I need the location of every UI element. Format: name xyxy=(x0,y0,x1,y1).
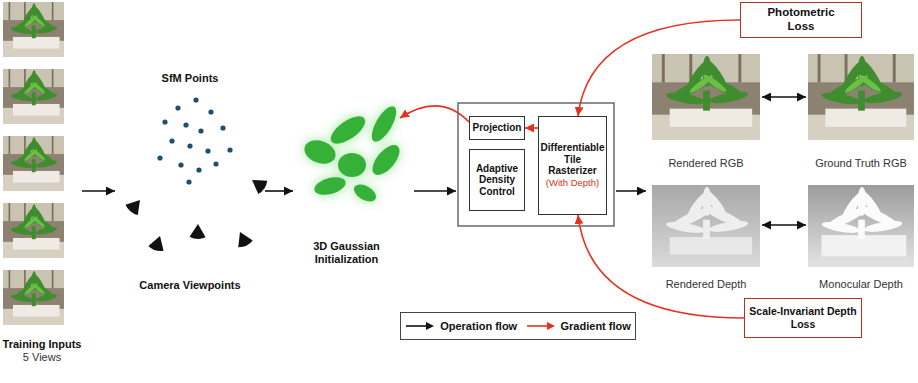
output-images xyxy=(652,185,760,267)
legend-line xyxy=(406,325,427,327)
camera-icons xyxy=(124,173,269,252)
legend-item: Operation flow xyxy=(405,320,517,332)
training-images xyxy=(3,270,64,325)
flow-arrow xyxy=(265,190,293,192)
node-label: 5 Views xyxy=(23,351,61,364)
sfm-dots xyxy=(187,143,192,148)
node-label: Scale-Invariant Depth Loss xyxy=(748,305,858,330)
node-label: Rendered RGB xyxy=(668,157,743,170)
sfm-points: SfM PointsCamera Viewpoints xyxy=(115,72,265,292)
output-images xyxy=(808,54,914,140)
loss-box: Scale-Invariant Depth Loss xyxy=(744,298,862,338)
sfm-dots xyxy=(178,162,183,167)
training-images xyxy=(3,69,64,124)
sfm-dots xyxy=(205,148,210,153)
legend-label: Gradient flow xyxy=(561,320,631,332)
image-panel: Rendered RGB xyxy=(650,52,762,170)
sfm-dots xyxy=(220,125,225,130)
output-images xyxy=(652,54,914,267)
sfm-dots xyxy=(169,138,174,143)
node-label: Rendered Depth xyxy=(666,278,747,291)
training-images xyxy=(3,203,64,258)
node-label: Photometric Loss xyxy=(759,6,844,34)
training-images xyxy=(3,2,64,57)
sfm-dots xyxy=(196,167,201,172)
node-label: Camera Viewpoints xyxy=(139,279,240,292)
sfm-dots xyxy=(193,97,198,102)
flow-arrow xyxy=(762,224,806,226)
loss-box: Photometric Loss xyxy=(740,2,862,38)
output-images xyxy=(652,54,760,140)
sfm-dots xyxy=(162,119,167,124)
legend-arrowhead xyxy=(426,322,434,330)
node-label: Ground Truth RGB xyxy=(815,157,907,170)
sfm-dots xyxy=(183,122,188,127)
gradient-arrow xyxy=(578,20,740,116)
legend-box: Operation flow Gradient flow xyxy=(400,312,636,340)
node-label: Adaptive Density Control xyxy=(471,163,523,198)
process-box: Adaptive Density Control xyxy=(469,149,525,211)
node-label: SfM Points xyxy=(162,72,219,85)
node-label: Differentiable Tile Rasterizer xyxy=(540,142,605,177)
flow-arrow xyxy=(616,190,646,192)
sfm-dots xyxy=(227,147,232,152)
image-panel: Monocular Depth xyxy=(806,183,916,291)
flow-arrow xyxy=(762,96,806,98)
training-images xyxy=(3,136,64,191)
legend-line xyxy=(527,325,548,327)
node-label: (With Depth) xyxy=(546,178,599,189)
input-views: Training Inputs5 Views xyxy=(2,0,82,364)
sfm-dots xyxy=(157,97,232,184)
image-panel: Ground Truth RGB xyxy=(806,52,916,170)
output-images xyxy=(808,185,914,267)
image-panel: Rendered Depth xyxy=(650,183,762,291)
sfm-dots xyxy=(186,179,191,184)
gaussian-blobs xyxy=(301,103,404,205)
node-label: Monocular Depth xyxy=(819,278,903,291)
legend-sample xyxy=(405,321,435,331)
flow-arrow xyxy=(414,190,456,192)
gradient-arrow xyxy=(578,215,744,318)
gradient-arrow xyxy=(525,127,538,129)
sfm-dots xyxy=(175,105,180,110)
camera-icons xyxy=(233,229,254,249)
node-label: 3D Gaussian Initialization xyxy=(293,240,400,266)
gaussian-init: 3D Gaussian Initialization xyxy=(293,100,400,266)
sfm-dots xyxy=(213,161,218,166)
sfm-dots xyxy=(198,128,203,133)
legend-label: Operation flow xyxy=(440,320,517,332)
node-label: Training Inputs xyxy=(3,338,82,351)
camera-icons xyxy=(148,234,168,253)
training-images xyxy=(3,2,64,325)
sfm-dots xyxy=(208,109,213,114)
process-box: Projection xyxy=(469,116,525,140)
legend-sample xyxy=(526,321,556,331)
legend-arrowhead xyxy=(547,322,555,330)
camera-icons xyxy=(189,224,206,240)
gaussian-blobs xyxy=(301,103,404,205)
legend-item: Gradient flow xyxy=(526,320,631,332)
camera-icons xyxy=(124,195,146,217)
pipeline-box xyxy=(458,103,614,226)
sfm-dots xyxy=(157,155,162,160)
gaussian-blobs xyxy=(301,103,404,205)
rasterizer-box: Differentiable Tile Rasterizer(With Dept… xyxy=(538,116,607,215)
flow-arrow xyxy=(82,190,115,192)
node-label: Projection xyxy=(473,122,522,134)
gradient-arrow xyxy=(400,106,469,122)
